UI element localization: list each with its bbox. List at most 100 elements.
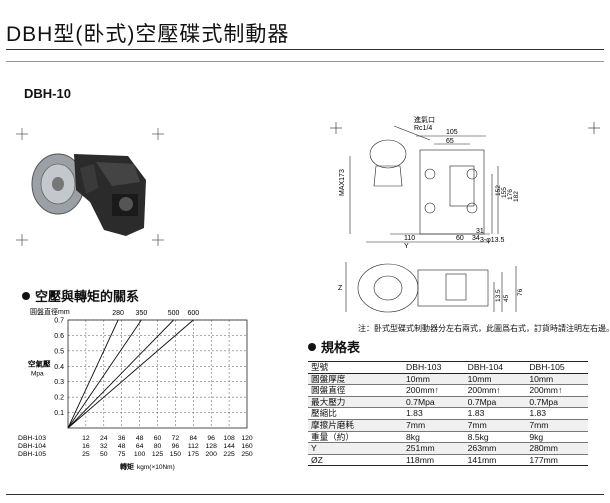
disc-diameter-label: 圓盤直徑mm — [30, 307, 70, 316]
spec-cell: 8.5kg — [464, 431, 527, 444]
spec-cell: 1.83 — [464, 407, 527, 420]
spec-header-cell: 型號 — [308, 361, 403, 374]
x-tick-label: 24 — [100, 435, 108, 442]
x-tick-label: 80 — [154, 443, 162, 450]
spec-cell: 200mm↑ — [403, 384, 465, 397]
series-line — [67, 319, 119, 429]
spec-row-label: 摩擦片磨耗 — [308, 419, 403, 432]
x-tick-label: 12 — [82, 435, 90, 442]
x-tick-label: 16 — [82, 443, 90, 450]
spec-cell: 7mm — [403, 419, 465, 432]
drawing-note: 注：卧式型碟式制動器分左右兩式，此圖爲右式，訂貨時請注明左右邊。 — [358, 324, 610, 333]
x-tick-label: 112 — [188, 443, 199, 450]
x-tick-label: 125 — [152, 451, 164, 458]
spec-cell: 0.7Mpa — [526, 396, 588, 409]
x-tick-label: 120 — [241, 435, 253, 442]
spec-cell: 8kg — [403, 431, 465, 444]
x-tick-label: 48 — [118, 443, 126, 450]
port-label: 進氣口 — [414, 116, 435, 124]
y-tick-label: 0.5 — [54, 348, 64, 355]
chart-lines — [67, 319, 194, 429]
dim-105: 105 — [446, 129, 458, 136]
dim-holes: 3-φ13.5 — [480, 237, 504, 244]
dim-176: 176 — [507, 189, 514, 200]
spec-cell: 1.83 — [526, 407, 588, 420]
title-rule-thin — [6, 61, 604, 62]
technical-drawing: 進氣口 Rc1/4 105 65 MAX173 152 155 176 182 … — [330, 116, 600, 313]
spec-row-label: 圓盤厚度 — [308, 373, 403, 386]
y-tick-label: 0.2 — [54, 395, 64, 402]
y-tick-label: 0.7 — [54, 318, 64, 325]
spec-row-label: 圓盤直徑 — [308, 384, 403, 397]
x-tick-label: 96 — [172, 443, 180, 450]
y-tick-label: 0.1 — [54, 410, 64, 417]
x-tick-label: 25 — [82, 451, 90, 458]
dim-max173: MAX173 — [339, 169, 346, 196]
x-tick-label: 100 — [134, 451, 146, 458]
x-tick-label: 175 — [188, 451, 200, 458]
title-rule — [6, 49, 604, 50]
dim-182: 182 — [513, 191, 520, 202]
bullet-icon — [308, 343, 316, 351]
x-tick-label: 200 — [206, 451, 218, 458]
spec-header-cell: DBH-105 — [526, 361, 588, 374]
chart-title-text: 空壓與轉矩的關系 — [35, 289, 140, 304]
series-line — [67, 319, 142, 429]
footer-rule — [6, 494, 604, 495]
spec-cell: 10mm — [403, 373, 465, 386]
x-tick-label: 128 — [206, 443, 218, 450]
model-label: DBH-10 — [24, 86, 71, 101]
spec-cell: 10mm — [526, 373, 588, 386]
spec-row-label: Y — [308, 442, 403, 455]
spec-header-cell: DBH-103 — [403, 361, 465, 374]
x-tick-label: 72 — [172, 435, 180, 442]
chart-frame — [67, 319, 248, 429]
x-tick-label: 250 — [241, 451, 253, 458]
series-label: 350 — [136, 310, 148, 317]
x-scale-name: DBH-103 — [18, 435, 46, 442]
x-tick-label: 50 — [100, 451, 108, 458]
x-tick-label: 108 — [223, 435, 235, 442]
spec-cell: 10mm — [464, 373, 527, 386]
x-tick-label: 225 — [223, 451, 235, 458]
series-label: 500 — [168, 310, 180, 317]
x-tick-label: 32 — [100, 443, 108, 450]
x-tick-label: 75 — [118, 451, 126, 458]
spec-cell: 251mm — [403, 442, 465, 455]
spec-cell: 177mm — [526, 454, 588, 467]
spec-cell: 7mm — [526, 419, 588, 432]
spec-cell: 280mm — [526, 442, 588, 455]
series-line — [67, 319, 174, 429]
spec-header-cell: DBH-104 — [464, 361, 527, 374]
spec-header-row: 型號 DBH-103 DBH-104 DBH-105 — [308, 361, 588, 374]
y-tick-label: 0.4 — [54, 364, 64, 371]
dim-z: Z — [338, 285, 343, 292]
spec-row-label: 壓縮比 — [308, 407, 403, 420]
spec-row-label: ØZ — [308, 454, 403, 467]
y-axis-unit: Mpa — [31, 370, 44, 377]
y-tick-label: 0.3 — [54, 379, 64, 386]
spec-cell: 200mm↑ — [464, 384, 527, 397]
dim-31: 31 — [476, 228, 484, 235]
x-tick-label: 144 — [223, 443, 235, 450]
bullet-icon — [22, 292, 30, 300]
spec-cell: 141mm — [464, 454, 527, 467]
spec-title-text: 規格表 — [321, 340, 361, 355]
x-tick-label: 64 — [136, 443, 144, 450]
spec-cell: 200mm↑ — [526, 384, 588, 397]
port-thread: Rc1/4 — [414, 125, 432, 132]
spec-cell: 1.83 — [403, 407, 465, 420]
x-tick-label: 84 — [190, 435, 198, 442]
spec-cell: 9kg — [526, 431, 588, 444]
dim-34: 34 — [472, 235, 480, 242]
product-photo — [16, 128, 164, 246]
